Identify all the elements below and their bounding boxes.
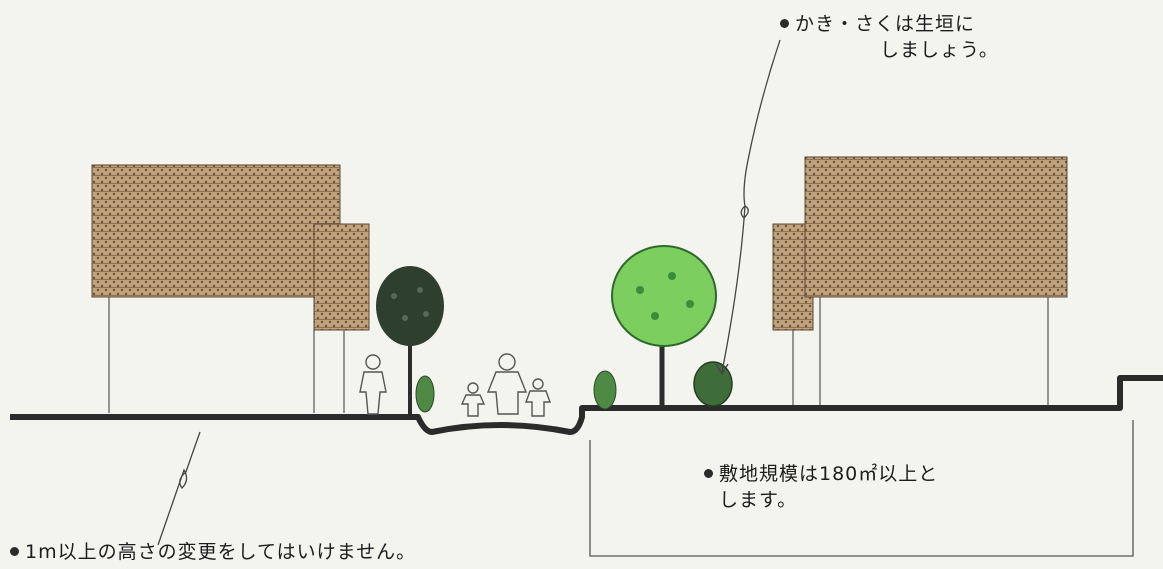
person-icon <box>486 353 528 415</box>
hedge-leader-line <box>721 39 781 373</box>
left-house-roof-annex <box>313 223 370 331</box>
hedge-annotation: かき・さくは生垣に しましょう。 <box>780 11 999 63</box>
lot-outline <box>589 420 1134 557</box>
height-change-annotation: 1m以上の高さの変更をしてはいけません。 <box>10 539 416 565</box>
shrub-icon <box>415 375 435 413</box>
lot-size-annotation-line2: します。 <box>719 489 798 511</box>
tree-icon <box>611 245 717 408</box>
left-house-roof <box>91 164 341 298</box>
person-icon <box>525 378 551 417</box>
shrub-icon <box>593 370 617 410</box>
tree-icon <box>376 266 444 414</box>
height-leader-line <box>157 431 201 546</box>
bullet-icon <box>704 469 713 478</box>
arrow-icon <box>715 363 729 376</box>
left-house <box>91 164 370 413</box>
lot-size-annotation-line1: 敷地規模は180㎡以上と <box>719 463 939 485</box>
height-change-annotation-text: 1m以上の高さの変更をしてはいけません。 <box>25 541 417 563</box>
hedge-annotation-line2: しましょう。 <box>880 39 999 61</box>
person-icon <box>359 354 387 415</box>
hedge-annotation-line1: かき・さくは生垣に <box>795 13 976 35</box>
ground-line <box>10 375 1163 435</box>
shrub-icon <box>693 361 733 407</box>
bullet-icon <box>10 547 19 556</box>
right-house <box>772 156 1068 410</box>
bullet-icon <box>780 19 789 28</box>
person-icon <box>460 382 486 417</box>
right-house-roof <box>804 156 1068 298</box>
lot-size-annotation: 敷地規模は180㎡以上と します。 <box>704 461 938 513</box>
